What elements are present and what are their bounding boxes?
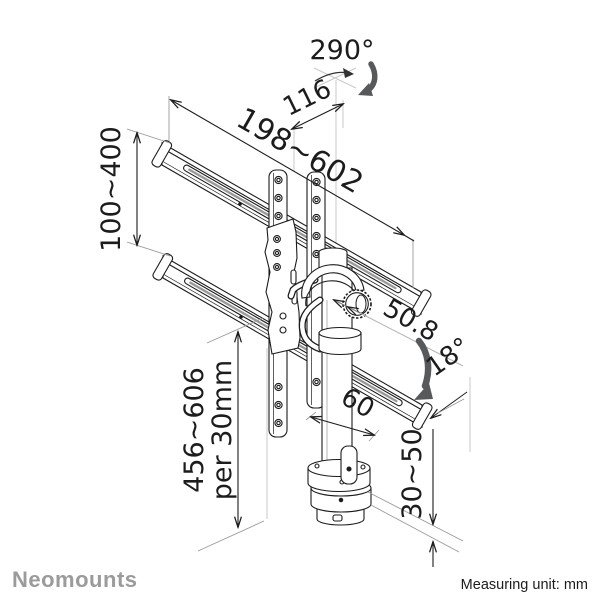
label-vesa-height: 100~400 bbox=[96, 126, 127, 252]
measuring-unit-note: Measuring unit: mm bbox=[461, 577, 588, 593]
pole-slot-tab bbox=[340, 445, 358, 485]
dimension-center-depth: 116 bbox=[278, 74, 343, 129]
tilt-head bbox=[301, 264, 365, 356]
dimension-clamp-range: 30~50 bbox=[367, 428, 464, 567]
flange-screw-holes bbox=[314, 463, 366, 485]
label-height-range: 456~606 bbox=[179, 367, 210, 493]
vesa-adapter-plate bbox=[264, 218, 301, 355]
label-swivel-angle: 290° bbox=[309, 35, 374, 66]
desk-clamp-base bbox=[307, 445, 372, 526]
dimension-vesa-height: 100~400 bbox=[96, 126, 171, 257]
dimension-swivel: 290° bbox=[309, 35, 378, 96]
label-height-increment: per 30mm bbox=[207, 360, 238, 500]
dimension-height-range: 456~606 per 30mm bbox=[179, 317, 265, 552]
label-clamp-range: 30~50 bbox=[397, 428, 428, 519]
swivel-arrow-icon bbox=[343, 68, 354, 78]
tilt-bold-arrow-icon bbox=[415, 337, 432, 390]
brand-logo: Neomounts bbox=[12, 567, 138, 592]
tension-knob[interactable] bbox=[342, 289, 372, 319]
plate-holes bbox=[273, 235, 287, 334]
